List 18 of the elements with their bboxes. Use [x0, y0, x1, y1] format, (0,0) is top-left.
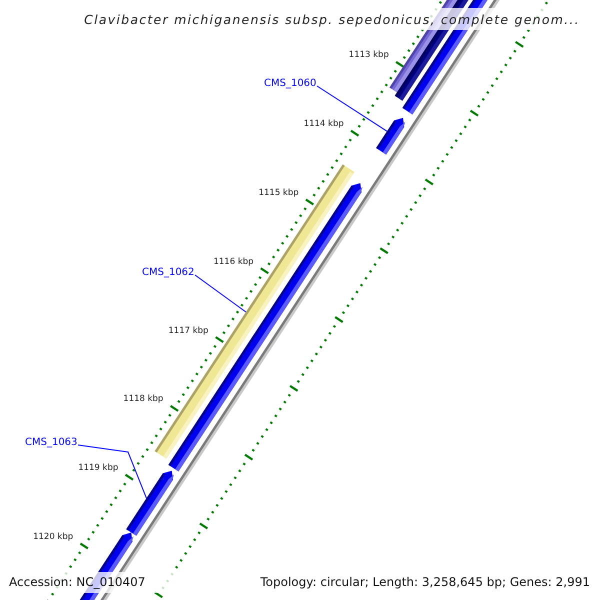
scale-label: 1117 kbp — [168, 326, 208, 336]
accession-text: Accession: NC_010407 — [9, 575, 146, 589]
gene-label: CMS_1063 — [25, 437, 78, 449]
genome-summary: Topology: circular; Length: 3,258,645 bp; Genes: 2,991 — [260, 575, 590, 589]
scale-label: 1114 kbp — [304, 119, 344, 130]
leader-line — [316, 86, 388, 132]
gene-label: CMS_1062 — [142, 267, 194, 279]
scale-label: 1116 kbp — [213, 256, 254, 267]
gene-feature — [376, 118, 406, 155]
gene-label: CMS_1060 — [264, 78, 316, 90]
scale-label: 1115 kbp — [258, 188, 299, 198]
title: Clavibacter michiganensis subsp. sepedonicus, complete genom... — [84, 12, 580, 26]
scale-label: 1118 kbp — [123, 394, 164, 404]
scale-label: 1119 kbp — [78, 463, 118, 474]
gene-feature — [126, 470, 174, 536]
scale-label: 1113 kbp — [348, 50, 389, 60]
leader-line — [78, 444, 147, 499]
scale-label: 1120 kbp — [33, 532, 74, 542]
